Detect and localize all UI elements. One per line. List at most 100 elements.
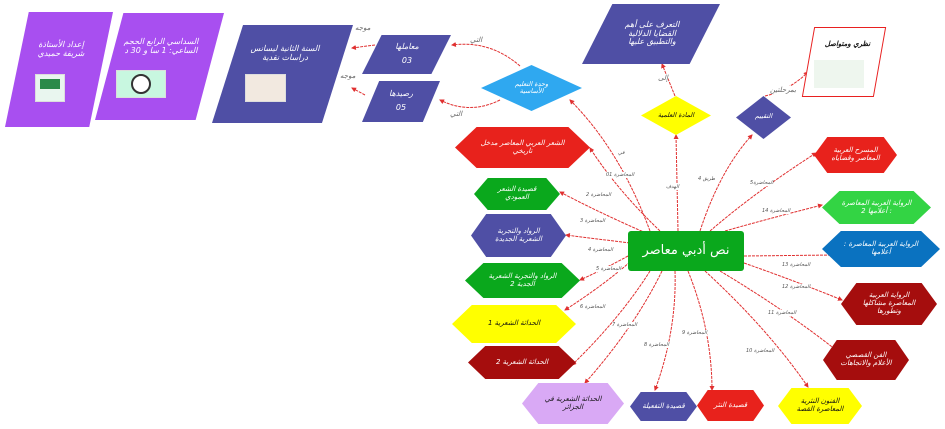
lecture-edge-label: المحاضرة 3: [580, 218, 605, 224]
lecture-node-shape: [471, 214, 566, 257]
students-image: [245, 74, 286, 102]
lecture-edge-label: المحاضرة 7: [612, 322, 637, 328]
lecture-edge-label: المحاضرة 2: [586, 192, 611, 198]
edge-label-directed: موجه: [340, 72, 356, 80]
teacher-image: [35, 74, 65, 102]
connector-arrow: [569, 99, 651, 232]
edge-label-in: في: [618, 150, 625, 156]
connector-arrow: [351, 44, 376, 50]
lecture-node-text: الحداثة الشعرية 2: [495, 357, 549, 366]
connector-arrow: [704, 270, 809, 388]
lecture-edge-label: المحاضرة 5: [596, 266, 621, 272]
connector-arrow: [589, 147, 661, 232]
edge-label-directed: موجه: [355, 24, 371, 32]
lecture-node[interactable]: الحداثة الشعرية 2: [486, 348, 557, 377]
lecture-node[interactable]: قصيدة الشعر العمودي: [489, 180, 546, 208]
connector-arrow: [439, 99, 501, 108]
connector-arrow: [661, 63, 676, 97]
edge-label-which: التي: [470, 36, 483, 44]
lecture-edge-label: المحاضرة 11: [768, 310, 797, 316]
lecture-node-shape: [522, 383, 624, 424]
connector-arrow: [654, 270, 676, 391]
coefficient-node-text: معاملها: [395, 42, 419, 52]
lecture-node[interactable]: الحداثة الشعرية في الجزائر: [539, 385, 606, 422]
evaluation-node[interactable]: التقييم: [744, 110, 783, 124]
connector-arrow: [699, 134, 753, 232]
connector-arrow: [743, 262, 843, 301]
lecture-node-text: الرواد والتجربة الشعرية الجدية 2: [488, 271, 557, 288]
lecture-node-shape: [841, 283, 937, 325]
lecture-node-shape: [465, 263, 580, 298]
year-node-text: السنة الثانية ليسانس دراسات نقدية: [250, 44, 320, 62]
lecture-node-text: الحداثة الشعرية 1: [487, 319, 541, 328]
connector-arrow: [559, 191, 647, 234]
lecture-edge-label: المحاضرة 10: [746, 348, 775, 354]
connector-arrow: [571, 270, 651, 366]
edge-label-which: التي: [450, 110, 463, 118]
lecture-node-shape: [474, 178, 560, 210]
lecture-edge-label: المحاضرة 14: [762, 208, 791, 214]
lecture-node[interactable]: الرواية العربية المعاصرة مشاكلها وتطورها: [857, 285, 920, 323]
center-node[interactable]: نص أدبي معاصر: [632, 233, 740, 269]
connector-arrow: [564, 261, 631, 311]
lecture-node-text: الفن القصصي الأعلام والاتجاهات: [840, 351, 892, 367]
evaluation-node-text: التقييم: [754, 112, 773, 121]
lecture-node[interactable]: الشعر العربي المعاصر مدخل تاريخي: [478, 129, 567, 166]
lecture-edge-label: المحاضرة 01: [606, 172, 635, 178]
lecture-node-shape: [455, 127, 590, 168]
subject-node[interactable]: المادة العلمية: [656, 104, 696, 127]
lecture-node[interactable]: الحداثة الشعرية 1: [473, 307, 555, 341]
lecture-node-shape: [822, 191, 931, 224]
lecture-node[interactable]: قصيدة النثر: [708, 392, 752, 419]
connector-arrow: [451, 42, 521, 67]
lecture-node[interactable]: قصيدة التفعيلة: [641, 394, 685, 419]
lecture-node[interactable]: الفن القصصي الأعلام والاتجاهات: [838, 342, 895, 378]
semester-node[interactable]: السداسي الرابع الحجم الساعي: 1 سا و 30 د: [118, 28, 204, 66]
lecture-node-text: الرواية العربية المعاصرة مشاكلها وتطورها: [862, 291, 916, 315]
evaluation-type-label: نظري ومتواصل: [820, 32, 875, 58]
teacher-node[interactable]: إعداد الأستاذة شريفة حميدي: [30, 30, 92, 70]
unit-node-text: وحدة التعليم الأساسية: [514, 79, 549, 95]
connector-arrow: [673, 134, 679, 232]
lecture-node-text: الرواد والتجربة الشعرية الجديدة: [494, 226, 543, 243]
lecture-edge-label: المحاضرة 13: [782, 262, 811, 268]
credit-node-text: رصيدها: [389, 89, 413, 99]
goal-node[interactable]: التعرف على أهم القضايا الدلالية والتطبيق…: [614, 8, 690, 60]
lecture-node-shape: [697, 390, 764, 421]
students-laptop-image: [814, 60, 864, 88]
lecture-node-text: الشعر العربي المعاصر مدخل تاريخي: [480, 138, 565, 155]
goal-node-text: التعرف على أهم القضايا الدلالية والتطبيق…: [624, 19, 680, 47]
lecture-node-text: قصيدة النثر: [713, 400, 748, 409]
lecture-node[interactable]: الرواية العربية المعاصرة : أعلامها 2: [841, 193, 913, 222]
lecture-edge-label: المحاضرة5: [750, 180, 774, 186]
edge-label-two-stages: بمرحلتين: [770, 86, 797, 94]
lecture-edge-label: المحاضرة 4: [588, 247, 613, 253]
lecture-node[interactable]: الرواد والتجربة الشعرية الجديدة: [487, 216, 550, 255]
center-text: نص أدبي معاصر: [642, 242, 730, 258]
lecture-node-text: الرواية العربية المعاصرة : أعلامها 2: [841, 198, 912, 215]
connector-arrow: [743, 252, 836, 258]
lecture-node[interactable]: الرواية العربية المعاصرة : أعلامها: [842, 233, 920, 265]
lecture-node[interactable]: المسرح العربية المعاصر وقضاياه: [828, 139, 883, 171]
lecture-edge-label: المحاضرة 12: [782, 284, 811, 290]
lecture-node-text: قصيدة التفعيلة: [642, 401, 685, 410]
unit-node[interactable]: وحدة التعليم الأساسية: [506, 74, 557, 102]
clock-icon: [131, 74, 151, 94]
lecture-node-shape: [778, 388, 862, 424]
coefficient-node[interactable]: معاملها 03: [378, 37, 436, 72]
lecture-node-text: الحداثة الشعرية في الجزائر: [544, 394, 602, 411]
connector-arrow: [709, 152, 817, 232]
lecture-node[interactable]: الرواد والتجربة الشعرية الجدية 2: [485, 265, 561, 296]
year-node[interactable]: السنة الثانية ليسانس دراسات نقدية: [245, 36, 325, 72]
lecture-node-shape: [468, 346, 576, 379]
subject-node-text: المادة العلمية: [657, 110, 695, 119]
coefficient-node-text: 03: [401, 56, 413, 65]
lecture-node-text: قصيدة الشعر العمودي: [497, 185, 537, 201]
lecture-node-shape: [823, 340, 909, 380]
teacher-node-text: إعداد الأستاذة شريفة حميدي: [37, 40, 85, 58]
lecture-edge-label: المحاضرة 8: [644, 342, 669, 348]
lecture-node[interactable]: الفنون النثرية المعاصرة القصة: [792, 390, 847, 422]
center-shape: [628, 231, 744, 271]
